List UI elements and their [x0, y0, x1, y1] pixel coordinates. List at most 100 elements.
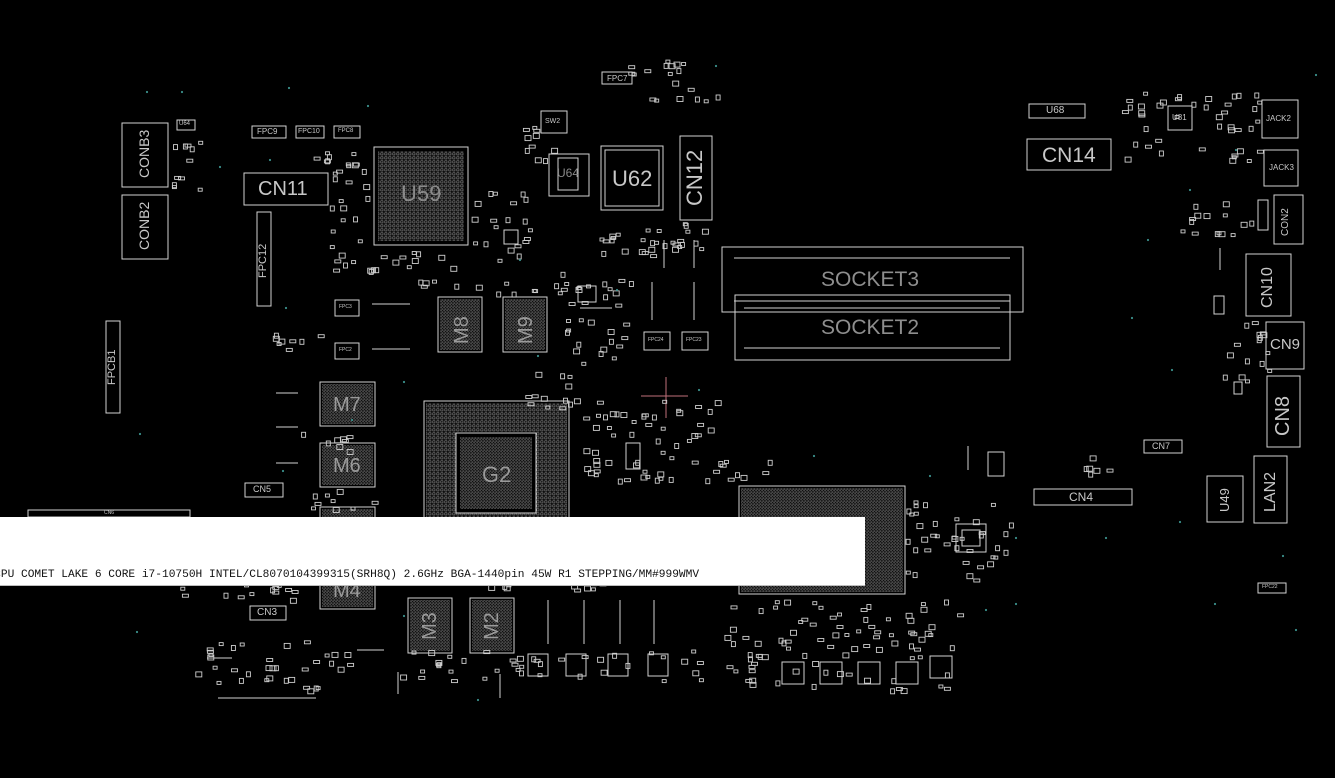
via-dot [135, 630, 139, 634]
smd-pad [1180, 229, 1186, 234]
fpc3-outline[interactable] [334, 299, 360, 317]
lan2-outline[interactable] [1253, 455, 1288, 524]
smd-pad [654, 240, 660, 245]
smd-pad [628, 65, 636, 70]
cn5-outline[interactable] [244, 482, 284, 498]
smd-pad [616, 344, 624, 349]
smd-pad [600, 669, 608, 676]
fpc2-outline[interactable] [334, 342, 360, 360]
smd-pad [668, 476, 674, 483]
smd-pad [583, 448, 591, 455]
m2-outline[interactable] [469, 597, 515, 654]
u68-outline[interactable] [1028, 103, 1086, 119]
m8-outline[interactable] [437, 296, 483, 353]
u62-outline[interactable] [600, 145, 664, 211]
smd-pad [347, 662, 355, 667]
u49-outline[interactable] [1206, 475, 1244, 523]
socket3-outline[interactable] [721, 246, 1024, 313]
conb3-outline[interactable] [121, 122, 169, 188]
m9-outline[interactable] [502, 296, 548, 353]
smd-pad [949, 645, 955, 652]
smd-pad [420, 284, 428, 289]
smd-pad [809, 622, 817, 627]
smd-pad [593, 461, 601, 468]
smd-pad [856, 629, 862, 634]
smd-pad [1193, 203, 1199, 210]
m7-outline[interactable] [319, 381, 376, 427]
u59-outline[interactable] [373, 146, 469, 246]
smd-pad [568, 302, 576, 306]
cn14-outline[interactable] [1026, 138, 1112, 171]
smd-pad [581, 655, 589, 660]
u64-outline[interactable] [176, 119, 196, 131]
smd-pad [340, 205, 348, 212]
smd-pad [531, 394, 539, 399]
smd-pad [337, 666, 345, 673]
smd-pad [1189, 218, 1195, 225]
cn7-outline[interactable] [1143, 439, 1183, 454]
smd-pad [266, 658, 274, 662]
fpc23-outline[interactable] [681, 331, 709, 351]
cn12-outline[interactable] [679, 135, 713, 221]
cn11-outline[interactable] [243, 172, 329, 206]
socket2-outline[interactable] [734, 294, 1011, 361]
smd-pad [564, 282, 570, 286]
smd-pad [341, 439, 349, 443]
fpc12-outline[interactable] [256, 211, 272, 307]
smd-pad [173, 144, 178, 151]
smd-pad [411, 251, 417, 255]
cn9-outline[interactable] [1265, 321, 1305, 370]
smd-pad [645, 228, 651, 233]
smd-pad [676, 96, 684, 102]
fpc10-outline[interactable] [295, 125, 325, 139]
smd-pad [784, 639, 792, 644]
smd-pad [612, 290, 620, 297]
con2-outline[interactable] [1273, 194, 1304, 245]
smd-pad [519, 670, 524, 677]
fpc24-outline[interactable] [643, 331, 671, 351]
smd-pad [1249, 220, 1255, 227]
smd-pad [749, 681, 757, 688]
smd-pad [380, 255, 388, 260]
smd-pad [654, 477, 660, 484]
smd-pad [1233, 342, 1241, 347]
via-dot [284, 306, 288, 310]
smd-pad [597, 656, 605, 663]
smd-pad [568, 401, 573, 408]
smd-pad [346, 164, 352, 169]
component-info-tooltip: 64 CPU COMET LAKE 6 CORE i7-10750H INTEL… [0, 517, 865, 586]
fpcb1-outline[interactable] [105, 320, 121, 414]
conb2-outline[interactable] [121, 194, 169, 260]
sw2-outline[interactable] [540, 110, 568, 134]
smd-pad [1229, 157, 1237, 164]
jack3-outline[interactable] [1263, 149, 1299, 187]
cn4-outline[interactable] [1033, 488, 1133, 506]
smd-pad [774, 600, 780, 605]
fpc8-outline[interactable] [333, 125, 361, 139]
smd-pad [1251, 321, 1259, 326]
cn6-outline[interactable] [27, 509, 191, 518]
smd-pad [551, 147, 559, 154]
cn10-outline[interactable] [1245, 253, 1292, 317]
fpc22-outline[interactable] [1257, 582, 1287, 594]
smd-pad [990, 502, 996, 507]
u81-outline[interactable] [1167, 105, 1193, 131]
cn3-outline[interactable] [249, 605, 287, 621]
smd-pad [762, 471, 770, 476]
m3-outline[interactable] [407, 597, 453, 654]
smd-pad [801, 617, 809, 622]
smd-pad [609, 237, 615, 244]
smd-pad [593, 473, 599, 478]
fpc9-outline[interactable] [251, 125, 287, 139]
cn8-outline[interactable] [1266, 375, 1301, 448]
smd-pad [928, 624, 936, 631]
u64b-outline[interactable] [548, 153, 590, 197]
smd-pad [1217, 123, 1223, 130]
smd-pad [811, 683, 817, 690]
smd-pad [694, 96, 700, 103]
fpc7-outline[interactable] [601, 71, 633, 85]
jack2-outline[interactable] [1261, 99, 1299, 139]
via-dot [1178, 520, 1182, 524]
m6-outline[interactable] [319, 442, 376, 488]
